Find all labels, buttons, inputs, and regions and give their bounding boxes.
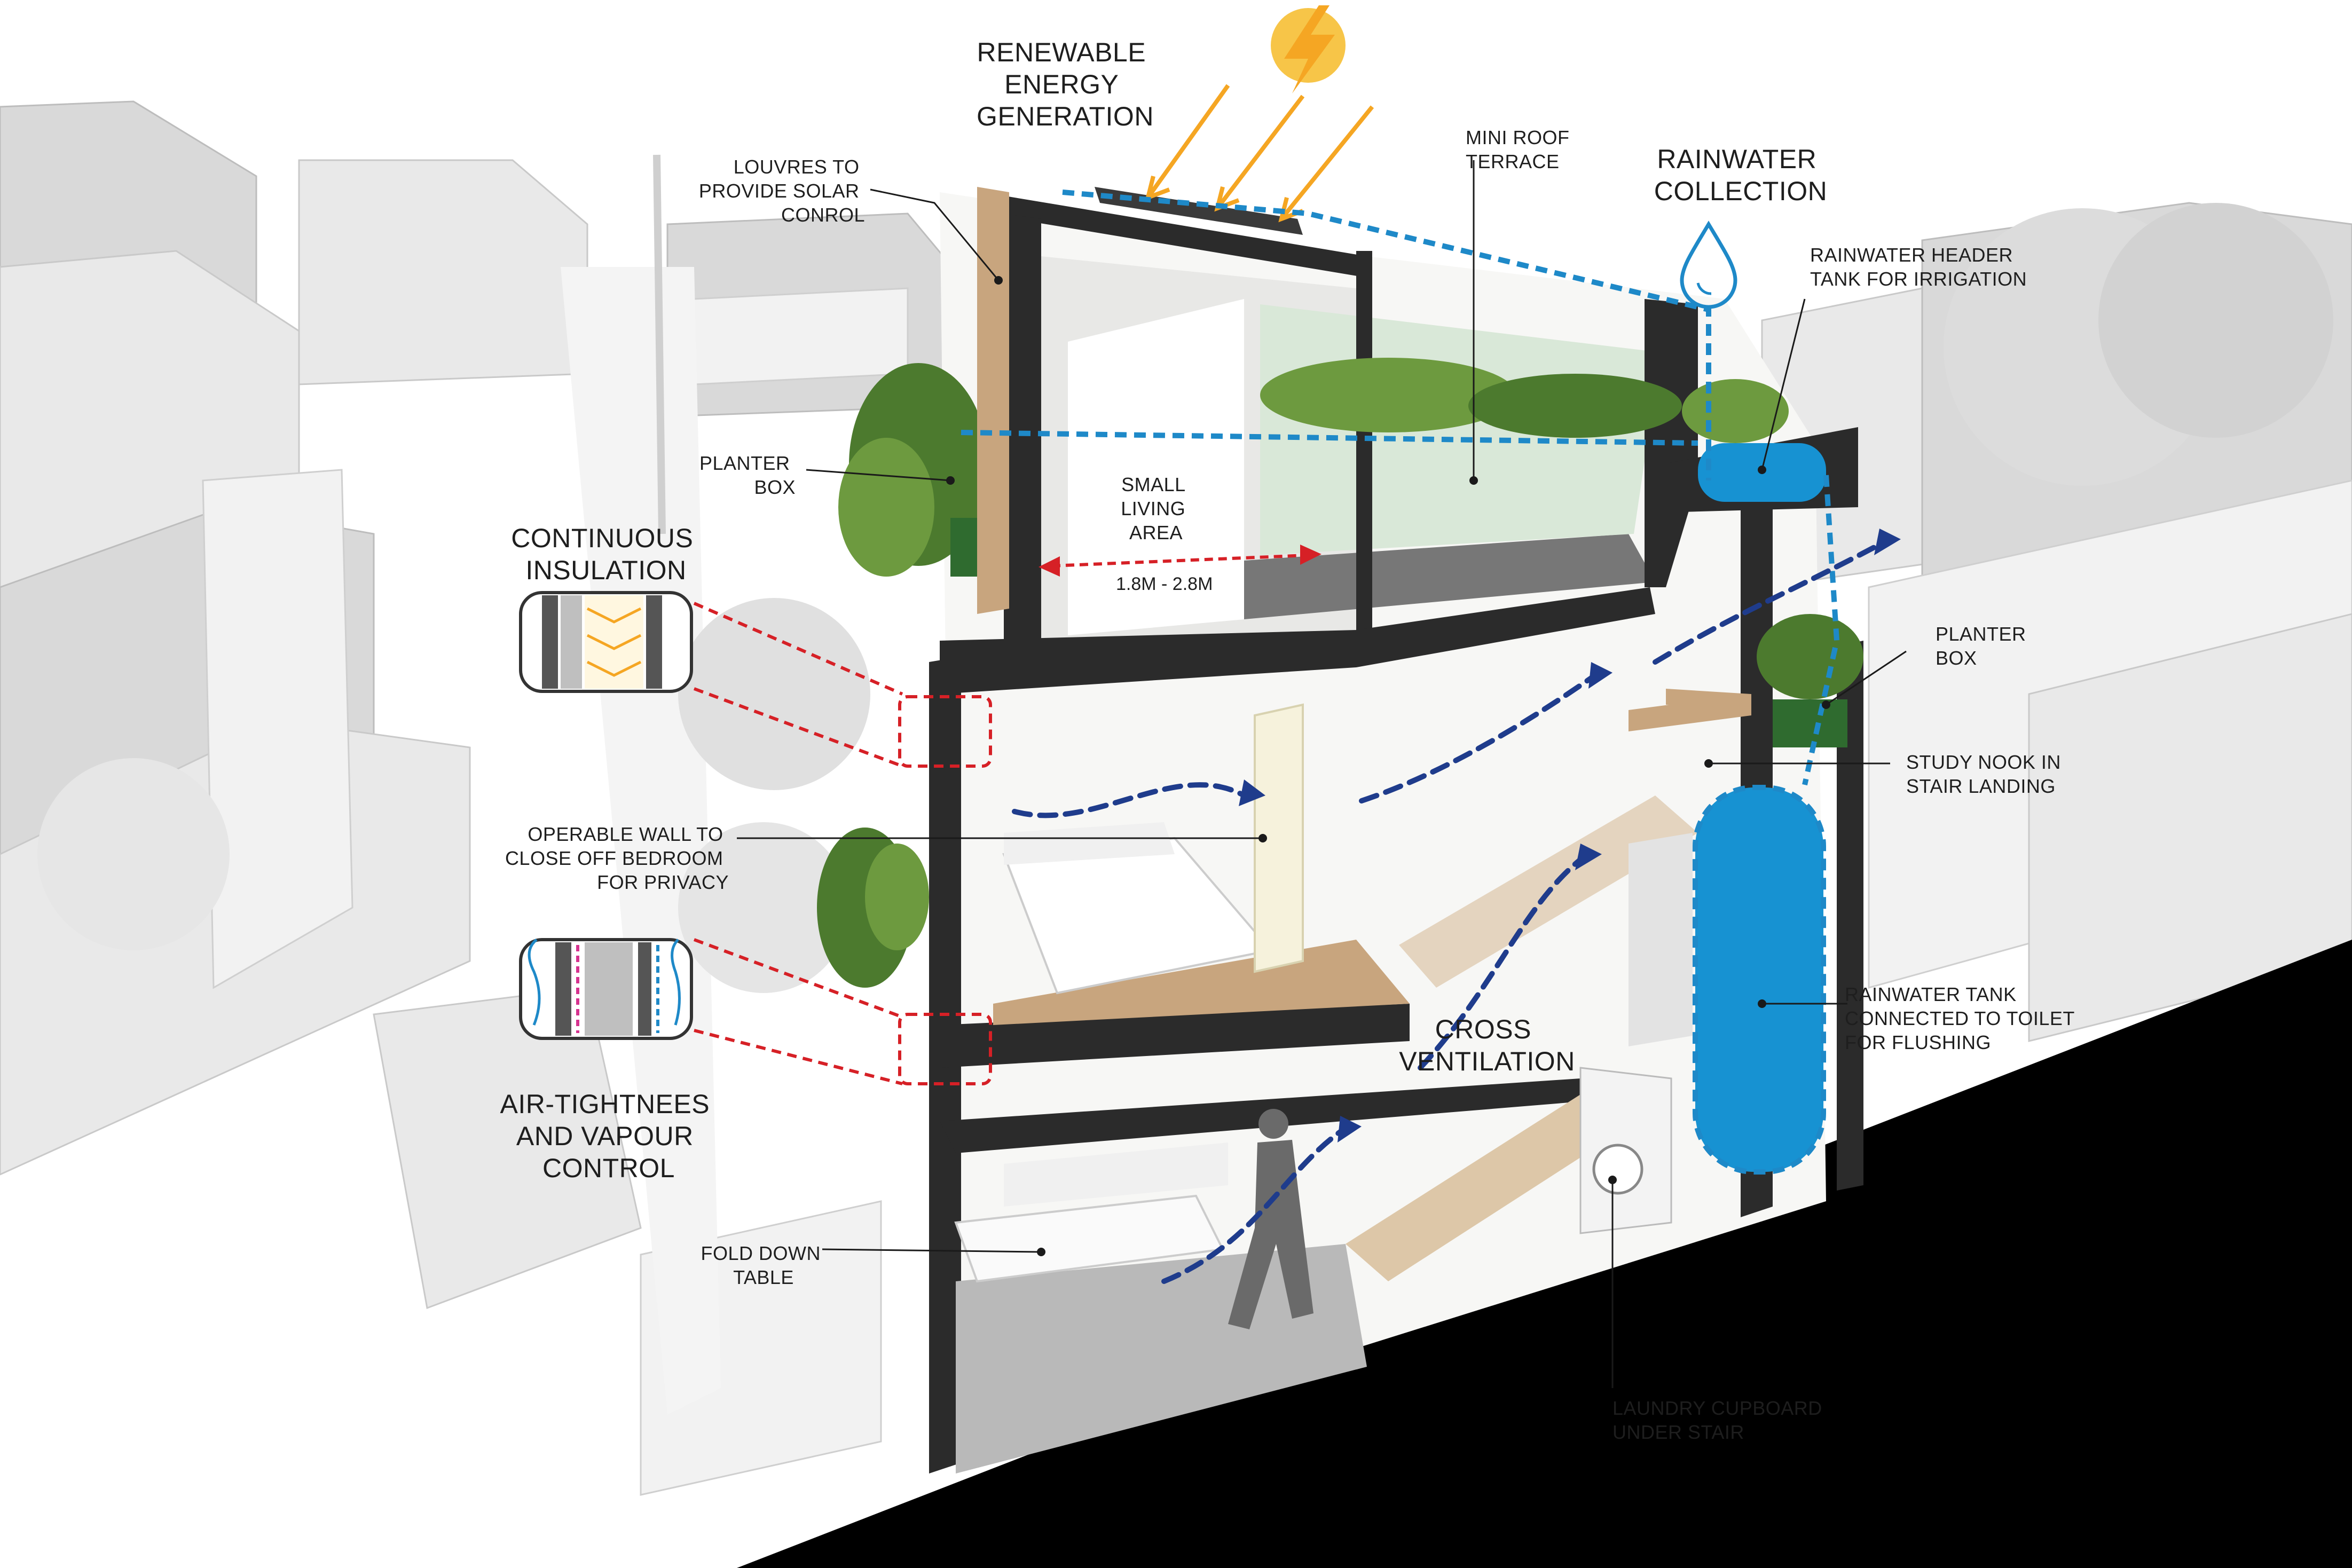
renewable-energy-label: RENEWABLE ENERGY GENERATION [977,37,1154,131]
water-drop-icon [1680,220,1737,309]
laundry-cupboard-label: LAUNDRY CUPBOARD UNDER STAIR [1612,1397,1828,1443]
mini-roof-terrace-label: MINI ROOF TERRACE [1466,127,1575,172]
air-tightness-label: AIR-TIGHTNEES AND VAPOUR CONTROL [500,1089,717,1183]
dimension-label: 1.8M - 2.8M [1116,574,1213,594]
planter-box-left-label: PLANTER BOX [699,452,796,498]
rainwater-tank-vessel [1695,787,1823,1172]
house-section [817,187,1863,1474]
louvres [977,187,1009,614]
operable-wall-label: OPERABLE WALL TO CLOSE OFF BEDROOM FOR P… [505,823,729,893]
dimension-arrow [1039,545,1321,577]
study-nook-label: STUDY NOOK IN STAIR LANDING [1906,751,2066,797]
context-buildings [0,100,2352,1496]
insulation-callout-dashes [693,602,992,768]
continuous-insulation-label: CONTINUOUS INSULATION [511,523,701,585]
leader-lines [737,160,1907,1388]
planter-right [1757,614,1863,747]
fold-down-table-label: FOLD DOWN TABLE [701,1242,826,1288]
planter-box-right-label: PLANTER BOX [1936,623,2032,669]
planter-left [817,363,993,988]
louvres-label: LOUVRES TO PROVIDE SOLAR CONROL [699,156,865,226]
cross-ventilation-arrows [1012,529,1901,1284]
small-living-area-label: SMALL LIVING AREA [1121,474,1191,543]
person-figure [1228,1109,1313,1329]
lightning-sun-icon [1271,5,1346,93]
terrace-planting [1260,358,1789,443]
cross-ventilation-label: CROSS VENTILATION [1399,1014,1575,1076]
insulation-detail-icon [519,591,693,693]
rainwater-collection-label: RAINWATER COLLECTION [1654,144,1828,206]
airtight-callout-dashes [693,938,992,1085]
solar-rays [1145,84,1374,223]
rainwater-tank-label: RAINWATER TANK CONNECTED TO TOILET FOR F… [1845,983,2080,1053]
rainwater-header-tank-label: RAINWATER HEADER TANK FOR IRRIGATION [1810,244,2027,290]
rainwater-path [961,190,1840,786]
airtightness-detail-icon [519,938,693,1040]
